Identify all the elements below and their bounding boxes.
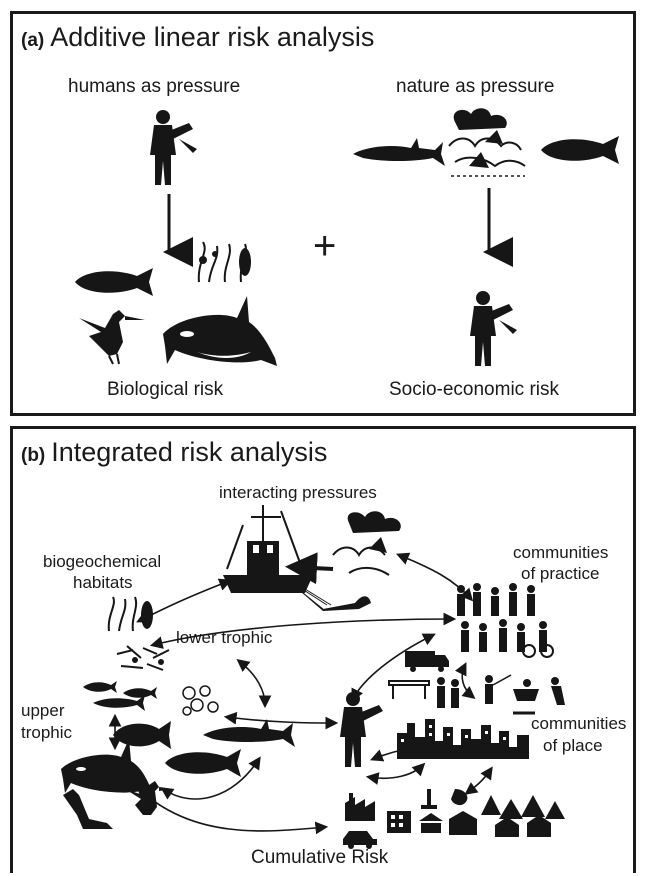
salmon-icon <box>541 136 619 164</box>
biogeochemical-label: biogeochemical <box>43 552 162 571</box>
sea-lion-icon <box>63 789 113 829</box>
arrow-trophic-practice <box>149 612 457 649</box>
orca-icon <box>61 739 153 795</box>
truck-icon <box>405 651 449 672</box>
panel-b-letter: (b) <box>21 445 46 466</box>
factory-icon <box>345 793 375 821</box>
arrow-boat-habitats <box>136 578 232 623</box>
factory-icon <box>387 811 411 833</box>
panel-b-art <box>61 505 565 849</box>
arrow-city-trees <box>464 766 493 795</box>
salmon-icon <box>165 749 241 777</box>
arrow-practice-place <box>454 662 476 700</box>
fish-icon <box>83 681 157 711</box>
panel-a: (a)Additive linear risk analysis humans … <box>10 11 636 416</box>
panel-b-header: (b)Integrated risk analysis <box>21 437 327 468</box>
storm-icon <box>332 511 401 576</box>
nature-pressure-label: nature as pressure <box>396 76 555 97</box>
arrow-lower-trophic <box>236 659 272 709</box>
fisher-icon <box>340 692 383 767</box>
salmon-icon <box>75 268 153 296</box>
seaweed-icon <box>197 241 251 283</box>
cumulative-risk-label: Cumulative Risk <box>251 847 389 868</box>
panel-a-title: Additive linear risk analysis <box>50 22 375 52</box>
fisher-icon <box>150 110 197 185</box>
arrow-fisher-place <box>365 762 426 785</box>
fisher-icon <box>470 291 517 366</box>
seaweed-icon <box>107 596 153 632</box>
fish-icon <box>113 721 171 749</box>
orca-icon <box>163 296 277 366</box>
interacting-pressures-label: interacting pressures <box>219 483 377 502</box>
plankton-icon <box>116 645 170 671</box>
biological-risk-label: Biological risk <box>107 379 224 400</box>
plankton-icon <box>182 685 219 716</box>
of-place-label: of place <box>543 736 603 755</box>
trophic-label: trophic <box>21 723 73 742</box>
communities-place-label: communities <box>531 714 627 733</box>
factory-icon <box>449 789 477 835</box>
panel-a-letter: (a) <box>21 30 45 51</box>
factory-icon <box>419 789 443 833</box>
shark-icon <box>353 138 445 166</box>
socio-economic-risk-label: Socio-economic risk <box>389 379 559 400</box>
fishing-boat-icon <box>223 505 313 593</box>
of-practice-label: of practice <box>521 564 600 583</box>
upper-label: upper <box>21 701 65 720</box>
panel-b: (b)Integrated risk analysis interacting … <box>10 426 636 873</box>
people-icon <box>485 674 565 715</box>
people-icon <box>388 677 459 708</box>
storm-icon <box>448 108 526 177</box>
panel-b-title: Integrated risk analysis <box>51 437 328 467</box>
plus-sign: + <box>313 224 337 268</box>
trees-icon <box>481 795 565 837</box>
panel-a-header: (a)Additive linear risk analysis <box>21 22 374 53</box>
shark-icon <box>203 719 295 747</box>
habitats-label: habitats <box>73 573 133 592</box>
arrow-fisher-city <box>370 739 435 762</box>
car-icon <box>343 831 377 849</box>
arrow-practice-fisher <box>351 633 436 702</box>
panel-a-art <box>75 108 619 366</box>
city-skyline-icon <box>397 719 529 759</box>
net-icon <box>292 584 371 611</box>
arrow-fish-fisher <box>223 711 339 730</box>
arrow-to-cumulative <box>136 786 329 835</box>
humans-pressure-label: humans as pressure <box>68 76 241 97</box>
people-icon <box>457 583 554 658</box>
communities-practice-label: communities <box>513 543 609 562</box>
arrow-storm-practice <box>396 552 474 602</box>
cormorant-icon <box>79 310 145 365</box>
